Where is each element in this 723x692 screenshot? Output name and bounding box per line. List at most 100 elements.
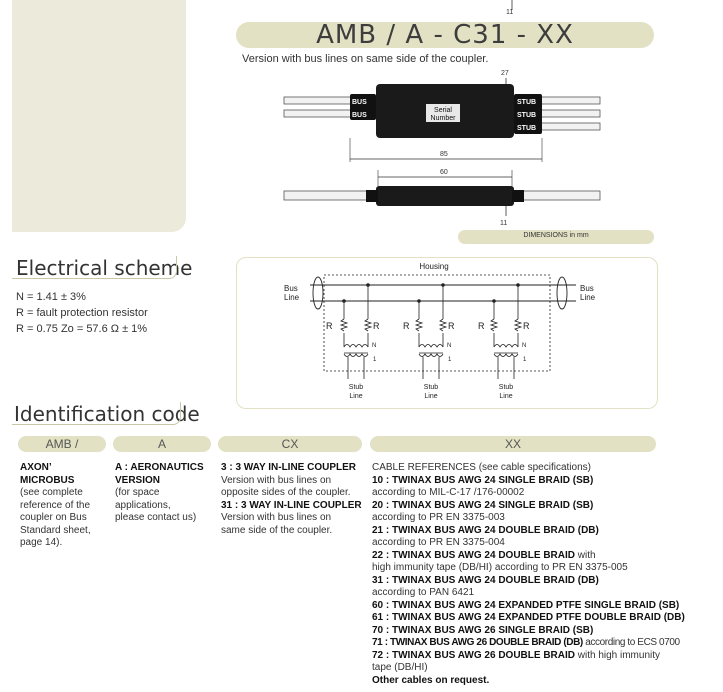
xx-70-title: 70 : TWINAX BUS AWG 26 SINGLE BRAID (SB) (372, 624, 594, 636)
r-definition: R = fault protection resistor (16, 307, 148, 319)
stub-cable-right-2 (537, 109, 601, 118)
left-panel-background (12, 0, 186, 232)
bus-line-left-2: Line (284, 293, 300, 302)
bus-cable-left-1 (283, 96, 353, 105)
column-header-xx: XX (370, 436, 656, 452)
bus-line-right-2: Line (580, 293, 596, 302)
n-label-3: N (522, 343, 526, 349)
a-line-4: applications, (115, 499, 171, 511)
amb-line-1: AXON’ (20, 462, 52, 473)
side-sleeve-right (512, 190, 524, 202)
cx-3-title: 3 : 3 WAY IN-LINE COUPLER (221, 462, 357, 473)
column-amb-text: AXON’ MICROBUS (see complete reference o… (20, 462, 112, 550)
a-line-3: (for space (115, 487, 160, 498)
bus-line-right-1: Bus (580, 284, 594, 293)
r-label-3b: R (523, 321, 530, 331)
column-a-text: A : AERONAUTICS VERSION (for space appli… (115, 462, 215, 525)
xx-10-note: according to MIL-C-17 /176-00002 (372, 487, 525, 498)
bus-cable-left-2 (283, 109, 353, 118)
xx-60-title: 60 : TWINAX BUS AWG 24 EXPANDED PTFE SIN… (372, 599, 680, 611)
xx-72-tail: with high immunity (574, 649, 661, 661)
stub-sleeve (514, 94, 542, 134)
title-bar (236, 22, 654, 48)
amb-line-6: Standard sheet, (20, 524, 91, 536)
zo-formula: R = 0.75 Zo = 57.6 Ω ± 1% (16, 323, 148, 335)
stub-cable-right-3 (537, 122, 601, 131)
length-dim-label: 85 (440, 151, 448, 158)
r-label-1b: R (373, 321, 380, 331)
xx-31-title: 31 : TWINAX BUS AWG 24 DOUBLE BRAID (DB) (372, 574, 599, 586)
cx-3-line-1: Version with bus lines on (221, 474, 332, 486)
stub-line-3-a: Stub (499, 384, 514, 391)
column-xx-text: CABLE REFERENCES (see cable specificatio… (372, 462, 685, 687)
xx-20-note: according to PR EN 3375-003 (372, 512, 505, 523)
a-line-5: please contact us) (115, 512, 197, 523)
amb-line-3: (see complete (20, 487, 83, 498)
amb-line-7: page 14). (20, 537, 63, 548)
n-formula: N = 1.41 ± 3% (16, 291, 86, 303)
xx-22-title: 22 : TWINAX BUS AWG 24 DOUBLE BRAID (372, 549, 575, 561)
stub-branch-3 (489, 283, 523, 379)
body-dim-label: 60 (440, 169, 448, 176)
r-label-1a: R (326, 321, 333, 331)
a-line-2: VERSION (115, 474, 161, 486)
page-title: AMB / A - C31 - XX (316, 20, 574, 50)
electrical-heading-rule (12, 256, 177, 279)
xx-other: Other cables on request. (372, 674, 490, 686)
dimensions-label: DIMENSIONS in mm (523, 232, 589, 239)
stub-line-3-b: Line (499, 393, 512, 400)
subtitle: Version with bus lines on same side of t… (242, 53, 489, 65)
stub-label-3: STUB (517, 125, 536, 132)
bus-label-1: BUS (352, 99, 367, 106)
stub-cable-right-1 (537, 96, 601, 105)
stub-branch-1 (339, 283, 373, 379)
one-label-2: 1 (448, 357, 452, 363)
xx-22-row: 22 : TWINAX BUS AWG 24 DOUBLE BRAID with (372, 550, 662, 563)
serial-text-2: Number (431, 115, 457, 122)
xx-10-title: 10 : TWINAX BUS AWG 24 SINGLE BRAID (SB) (372, 474, 594, 486)
xx-71-row: 71 : TWINAX BUS AWG 26 DOUBLE BRAID (DB)… (372, 637, 680, 650)
amb-line-4: reference of the (20, 499, 91, 511)
xx-31-note: according to PAN 6421 (372, 587, 475, 598)
xx-61-title: 61 : TWINAX BUS AWG 24 EXPANDED PTFE DOU… (372, 612, 685, 623)
r-label-2b: R (448, 321, 455, 331)
stub-line-2-b: Line (424, 393, 437, 400)
dimensions-bar (458, 230, 654, 244)
bus-sleeve (350, 94, 376, 120)
xx-71-title: 71 : TWINAX BUS AWG 26 DOUBLE BRAID (DB) (372, 637, 583, 648)
xx-20-title: 20 : TWINAX BUS AWG 24 SINGLE BRAID (SB) (372, 499, 594, 511)
r-label-3a: R (478, 321, 485, 331)
xx-22-note: high immunity tape (DB/HI) according to … (372, 562, 628, 573)
stub-branch-2 (414, 283, 448, 379)
column-header-amb: AMB / (18, 436, 106, 452)
r-label-2a: R (403, 321, 410, 331)
bus-ellipse-right (556, 276, 568, 310)
bus-label-2: BUS (352, 112, 367, 119)
identification-heading-rule (12, 402, 181, 425)
electrical-scheme-heading: Electrical scheme (16, 256, 193, 280)
xx-71-tail: according to ECS 0700 (582, 637, 680, 648)
housing-outline (323, 274, 551, 372)
height-dim-label: 27 (501, 70, 509, 77)
a-line-1: A : AERONAUTICS (115, 462, 204, 473)
xx-intro: CABLE REFERENCES (see cable specificatio… (372, 462, 591, 473)
xx-72-note: tape (DB/HI) (372, 662, 428, 673)
side-dim-label: 11 (500, 220, 507, 227)
column-header-a: A (113, 436, 211, 452)
xx-22-tail: with (574, 549, 596, 561)
top-dim-label: 11 (506, 9, 513, 16)
stub-line-1-b: Line (349, 393, 362, 400)
n-label-2: N (447, 343, 451, 349)
column-cx-text: 3 : 3 WAY IN-LINE COUPLER Version with b… (221, 462, 366, 537)
electrical-scheme-diagram: Housing Bus Line Bus Line (284, 262, 596, 400)
stub-line-2-a: Stub (424, 384, 439, 391)
xx-21-note: according to PR EN 3375-004 (372, 537, 505, 548)
xx-21-title: 21 : TWINAX BUS AWG 24 DOUBLE BRAID (DB) (372, 524, 599, 536)
cx-31-line-1: Version with bus lines on (221, 512, 332, 523)
side-cable-right (513, 190, 601, 201)
column-header-cx: CX (218, 436, 362, 452)
housing-label: Housing (419, 262, 448, 271)
serial-text-1: Serial (434, 107, 452, 114)
n-label-1: N (372, 343, 376, 349)
stub-label-1: STUB (517, 99, 536, 106)
